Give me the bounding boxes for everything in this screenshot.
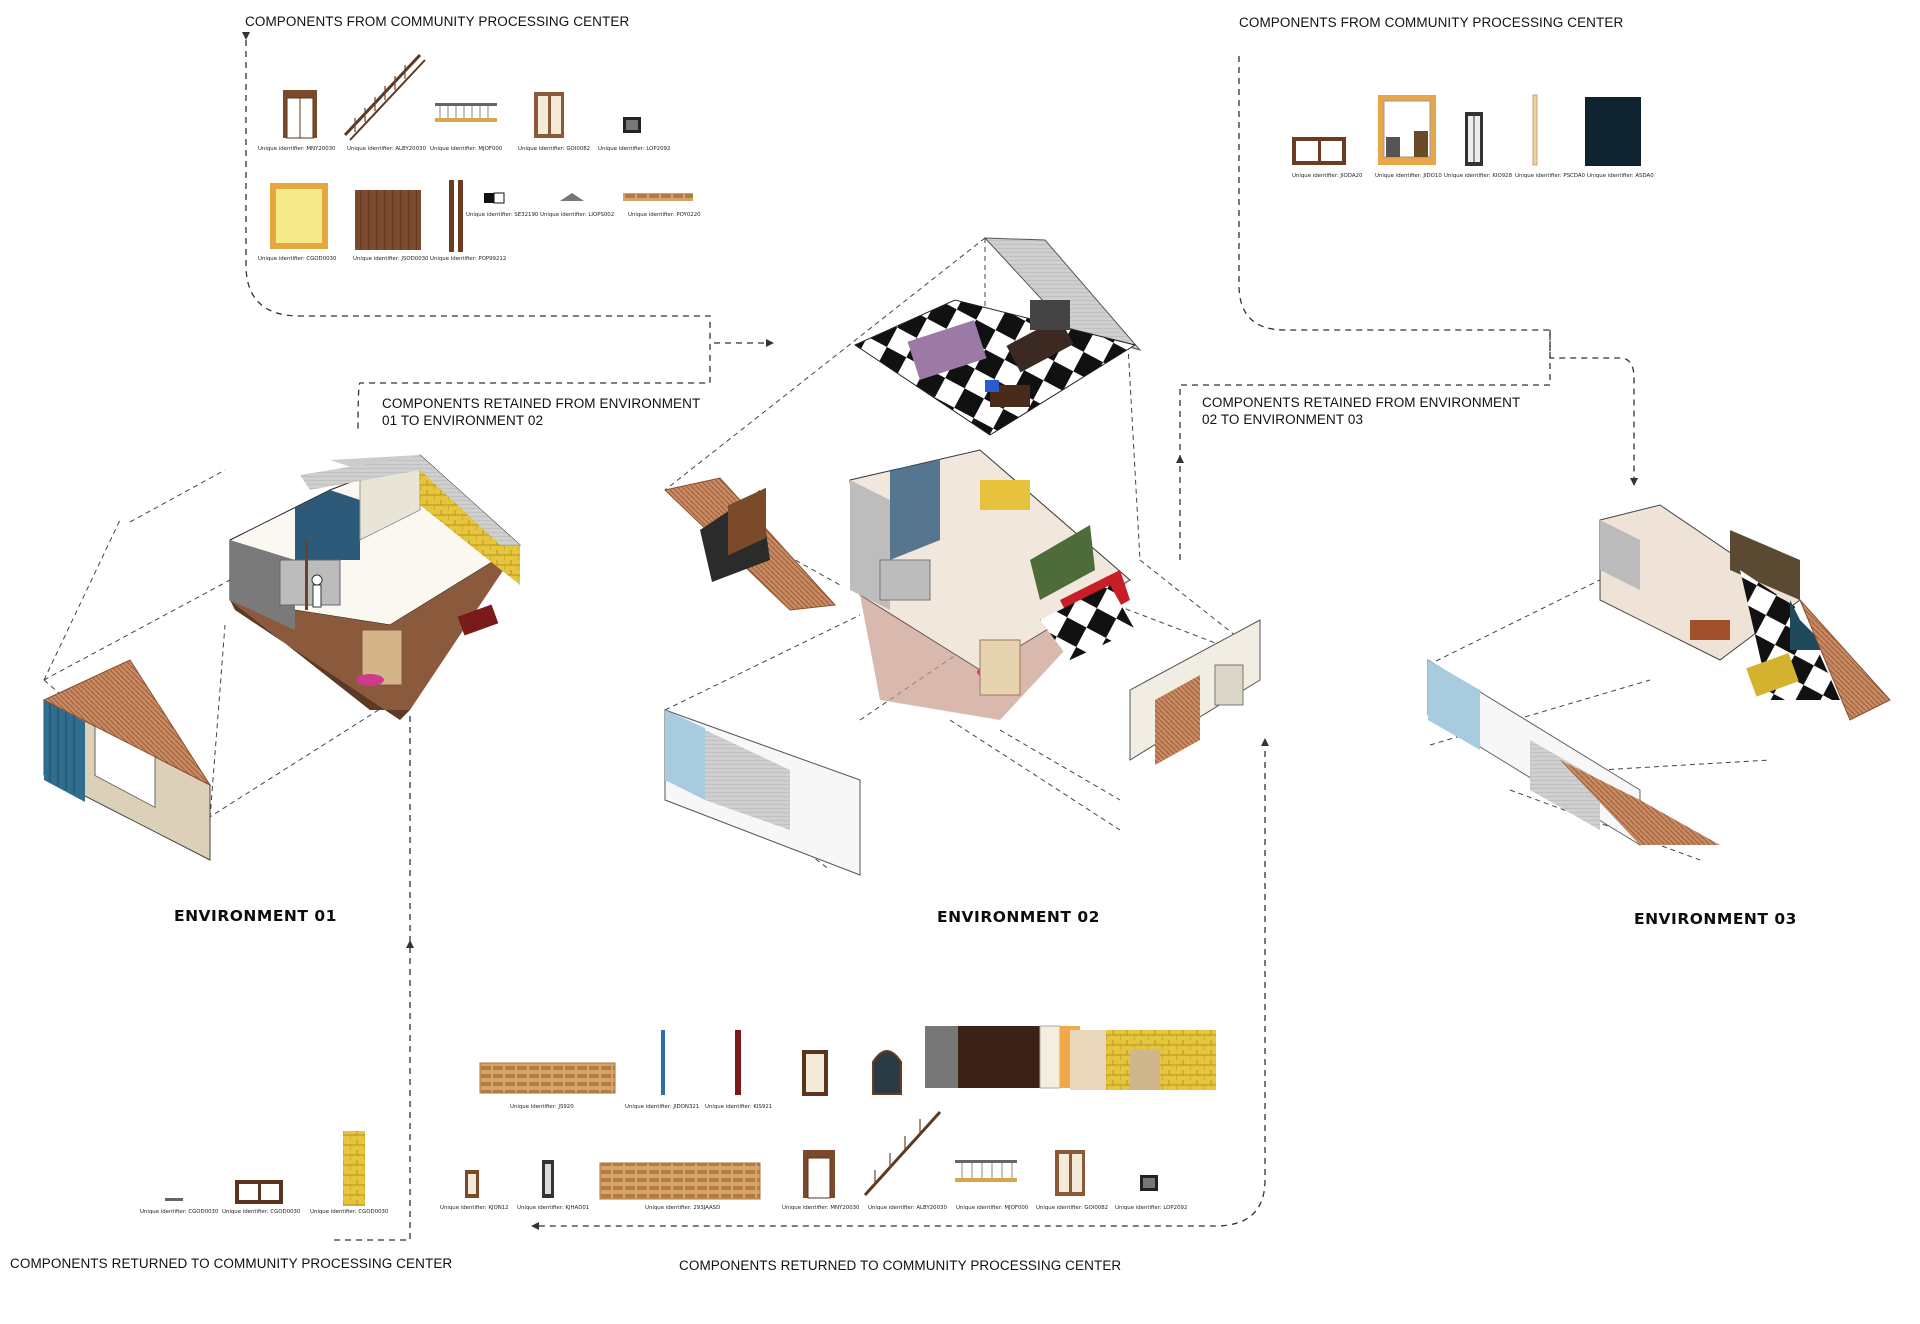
uid-label: Unique identifier: ALBY20030	[868, 1205, 947, 1211]
top-left-uid-row1: Unique identifier: MNY20030 Unique ident…	[258, 146, 670, 152]
environment-03-title: ENVIRONMENT 03	[1634, 910, 1797, 928]
environment-01-title: ENVIRONMENT 01	[174, 907, 337, 925]
uid-label: Unique identifier: KIO928	[1444, 173, 1513, 179]
returned-left-components: Unique identifier: CGOD0030 Unique ident…	[140, 1131, 389, 1215]
label-top-right-components: COMPONENTS FROM COMMUNITY PROCESSING CEN…	[1239, 15, 1624, 30]
uid-label: Unique identifier: POP99212	[430, 256, 506, 262]
environment-03-model	[1427, 504, 1891, 861]
flow-lines	[245, 40, 1635, 1241]
uid-label: Unique identifier: JSOD0030	[353, 256, 429, 262]
environment-02-title: ENVIRONMENT 02	[937, 908, 1100, 926]
uid-label: Unique identifier: GOI0082	[518, 146, 590, 152]
uid-label: Unique identifier: LIOPS002	[540, 212, 614, 218]
uid-label: Unique identifier: ALBY20030	[347, 146, 426, 152]
uid-label: Unique identifier: KIS921	[705, 1104, 772, 1110]
uid-label: Unique identifier: POY0220	[628, 212, 701, 218]
uid-label: Unique identifier: MJOF000	[430, 146, 503, 152]
uid-label: Unique identifier: CGOD0030	[258, 256, 337, 262]
uid-label: Unique identifier: CGOD0030	[222, 1209, 301, 1215]
uid-label: Unique identifier: JIDON321	[625, 1104, 699, 1110]
uid-label: Unique identifier: PSCDA0	[1515, 173, 1586, 179]
uid-label: Unique identifier: MJOF000	[956, 1205, 1029, 1211]
environment-01-model	[42, 454, 521, 861]
uid-label: Unique identifier: KJHAD01	[517, 1205, 589, 1211]
top-left-uid-row2: Unique identifier: CGOD0030 Unique ident…	[258, 212, 701, 262]
uid-label: Unique identifier: CGOD0030	[310, 1209, 389, 1215]
returned-bottom-uid-row1: Unique identifier: JS920 Unique identifi…	[510, 1104, 772, 1110]
uid-label: Unique identifier: KJON12	[440, 1205, 509, 1211]
label-top-left-components: COMPONENTS FROM COMMUNITY PROCESSING CEN…	[245, 14, 630, 29]
label-returned-bottom: COMPONENTS RETURNED TO COMMUNITY PROCESS…	[679, 1258, 1122, 1273]
label-returned-left: COMPONENTS RETURNED TO COMMUNITY PROCESS…	[10, 1256, 453, 1271]
flow-arrows	[242, 32, 1638, 1230]
returned-bottom-components: Unique identifier: JS920 Unique identifi…	[440, 1025, 1216, 1211]
top-right-uid: Unique identifier: JIODA20 Unique identi…	[1292, 173, 1654, 179]
uid-label: Unique identifier: JIODA20	[1292, 173, 1363, 179]
uid-label: Unique identifier: LOP2092	[1115, 1205, 1187, 1211]
uid-label: Unique identifier: 293JAASD	[645, 1205, 720, 1211]
returned-left-uid: Unique identifier: CGOD0030 Unique ident…	[140, 1209, 389, 1215]
top-left-components: Unique identifier: MNY20030 Unique ident…	[258, 53, 701, 262]
uid-label: Unique identifier: JIDO10	[1375, 173, 1442, 179]
top-right-components: Unique identifier: JIODA20 Unique identi…	[1292, 94, 1654, 179]
uid-label: Unique identifier: MNY20030	[258, 146, 336, 152]
environment-02-model	[663, 237, 1261, 876]
label-retained-01-02: COMPONENTS RETAINED FROM ENVIRONMENT 01 …	[382, 396, 701, 428]
uid-label: Unique identifier: JS920	[510, 1104, 574, 1110]
uid-label: Unique identifier: LOP2092	[598, 146, 670, 152]
returned-bottom-uid-row2: Unique identifier: KJON12 Unique identif…	[440, 1205, 1187, 1211]
uid-label: Unique identifier: GOI0082	[1036, 1205, 1108, 1211]
uid-label: Unique identifier: ASDA0	[1587, 173, 1654, 179]
uid-label: Unique identifier: MNY20030	[782, 1205, 860, 1211]
uid-label: Unique identifier: CGOD0030	[140, 1209, 219, 1215]
uid-label: Unique identifier: SE32190	[466, 212, 539, 218]
label-retained-02-03: COMPONENTS RETAINED FROM ENVIRONMENT 02 …	[1202, 395, 1521, 427]
